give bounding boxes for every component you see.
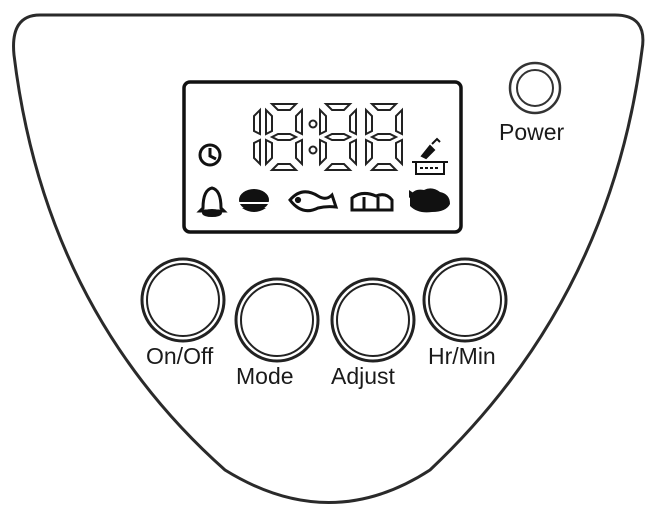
- digit-segment: [369, 133, 399, 141]
- mode-label: Mode: [236, 363, 294, 389]
- on-off-label: On/Off: [146, 343, 214, 369]
- adjust-button[interactable]: [330, 277, 416, 363]
- adjust-label: Adjust: [331, 363, 395, 389]
- digit-segment: [253, 107, 261, 136]
- bell-icon: [196, 186, 228, 217]
- digit-segment: [323, 163, 353, 171]
- digit-segment: [269, 133, 299, 141]
- clock-icon: [198, 143, 222, 167]
- digit-segment: [395, 107, 403, 136]
- digit-segment: [349, 107, 357, 136]
- time-colon: [308, 119, 318, 155]
- digit-segment: [269, 163, 299, 171]
- digit-segment: [265, 138, 273, 167]
- digit-segment: [369, 163, 399, 171]
- digit-segment: [253, 138, 261, 167]
- digit-segment: [265, 107, 273, 136]
- rice-icon: [238, 189, 270, 212]
- steam-pot-icon: [412, 137, 448, 175]
- on-off-button[interactable]: [140, 257, 226, 343]
- bread-icon: [350, 191, 394, 212]
- hr-min-label: Hr/Min: [428, 343, 496, 369]
- time-digits: [253, 103, 403, 171]
- digit-segment: [319, 138, 327, 167]
- bird-icon: [409, 188, 450, 213]
- panel-outline: [12, 13, 645, 504]
- digit-segment: [365, 107, 373, 136]
- digit-segment: [269, 103, 299, 111]
- power-button[interactable]: [508, 61, 562, 115]
- digit-segment: [369, 103, 399, 111]
- digit-segment: [319, 107, 327, 136]
- hr-min-button[interactable]: [422, 257, 508, 343]
- digit-segment: [395, 138, 403, 167]
- power-label: Power: [499, 119, 565, 145]
- digit-segment: [295, 107, 303, 136]
- mode-button[interactable]: [234, 277, 320, 363]
- fish-icon: [288, 190, 339, 213]
- digit-segment: [349, 138, 357, 167]
- digit-segment: [323, 133, 353, 141]
- digit-segment: [323, 103, 353, 111]
- digit-segment: [295, 138, 303, 167]
- digit-segment: [365, 138, 373, 167]
